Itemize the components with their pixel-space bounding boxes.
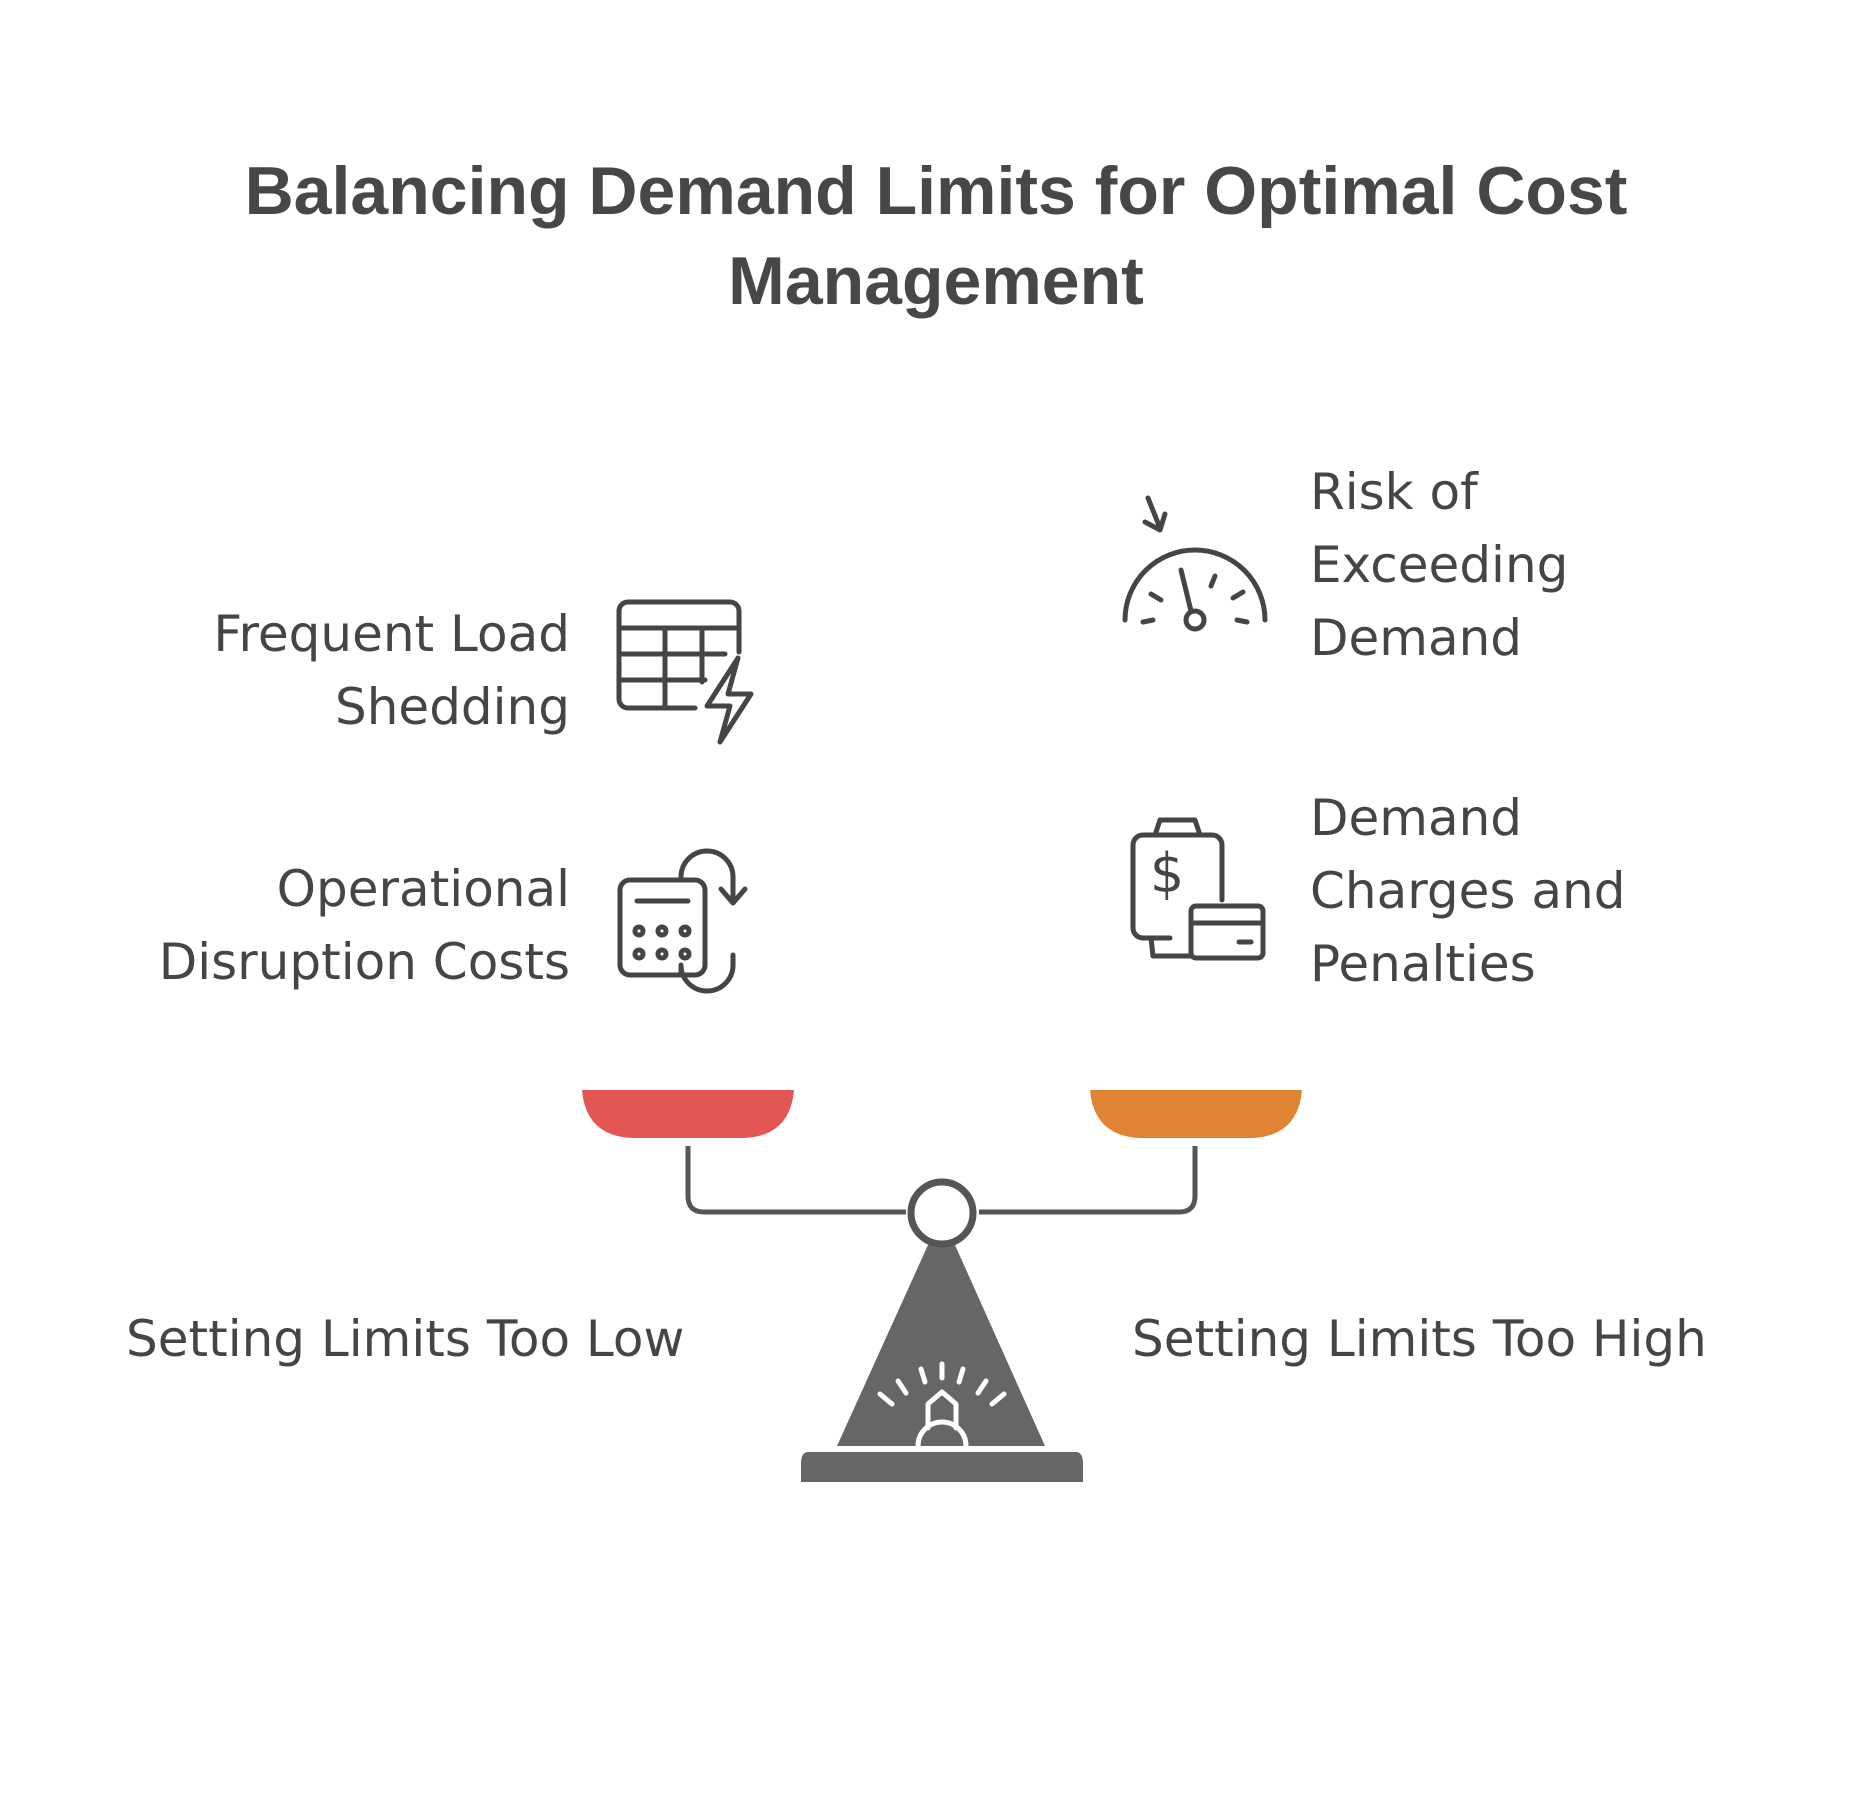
dollar-sign-glyph: $ [1150, 842, 1184, 905]
scale-pivot [907, 1178, 977, 1248]
title-line-2: Management [728, 243, 1144, 319]
gauge-icon [1122, 495, 1268, 632]
setting-limits-too-high-label: Setting Limits Too High [1132, 1310, 1707, 1368]
payment-terminal-icon: $ [1130, 817, 1266, 961]
demand-charges-and-penalties-label: Demand Charges and Penalties [1310, 789, 1626, 993]
left-arm [685, 1146, 906, 1215]
title-line-1: Balancing Demand Limits for Optimal Cost [244, 153, 1628, 229]
scale-body [837, 1245, 1045, 1446]
scale-base [801, 1452, 1083, 1482]
operational-disruption-costs-label: Operational Disruption Costs [158, 860, 570, 991]
frequent-load-shedding-label: Frequent Load Shedding [213, 605, 570, 736]
spreadsheet-lightning-icon [616, 599, 754, 745]
diagram-title: Balancing Demand Limits for Optimal Cost… [0, 146, 1872, 326]
right-arm [979, 1146, 1198, 1215]
left-pan [582, 1090, 794, 1138]
alert-light-icon [877, 1361, 1007, 1449]
right-pan [1090, 1090, 1302, 1138]
setting-limits-too-low-label: Setting Limits Too Low [126, 1310, 685, 1368]
risk-of-exceeding-demand-label: Risk of Exceeding Demand [1310, 463, 1569, 667]
calculator-cycle-icon [617, 848, 748, 994]
